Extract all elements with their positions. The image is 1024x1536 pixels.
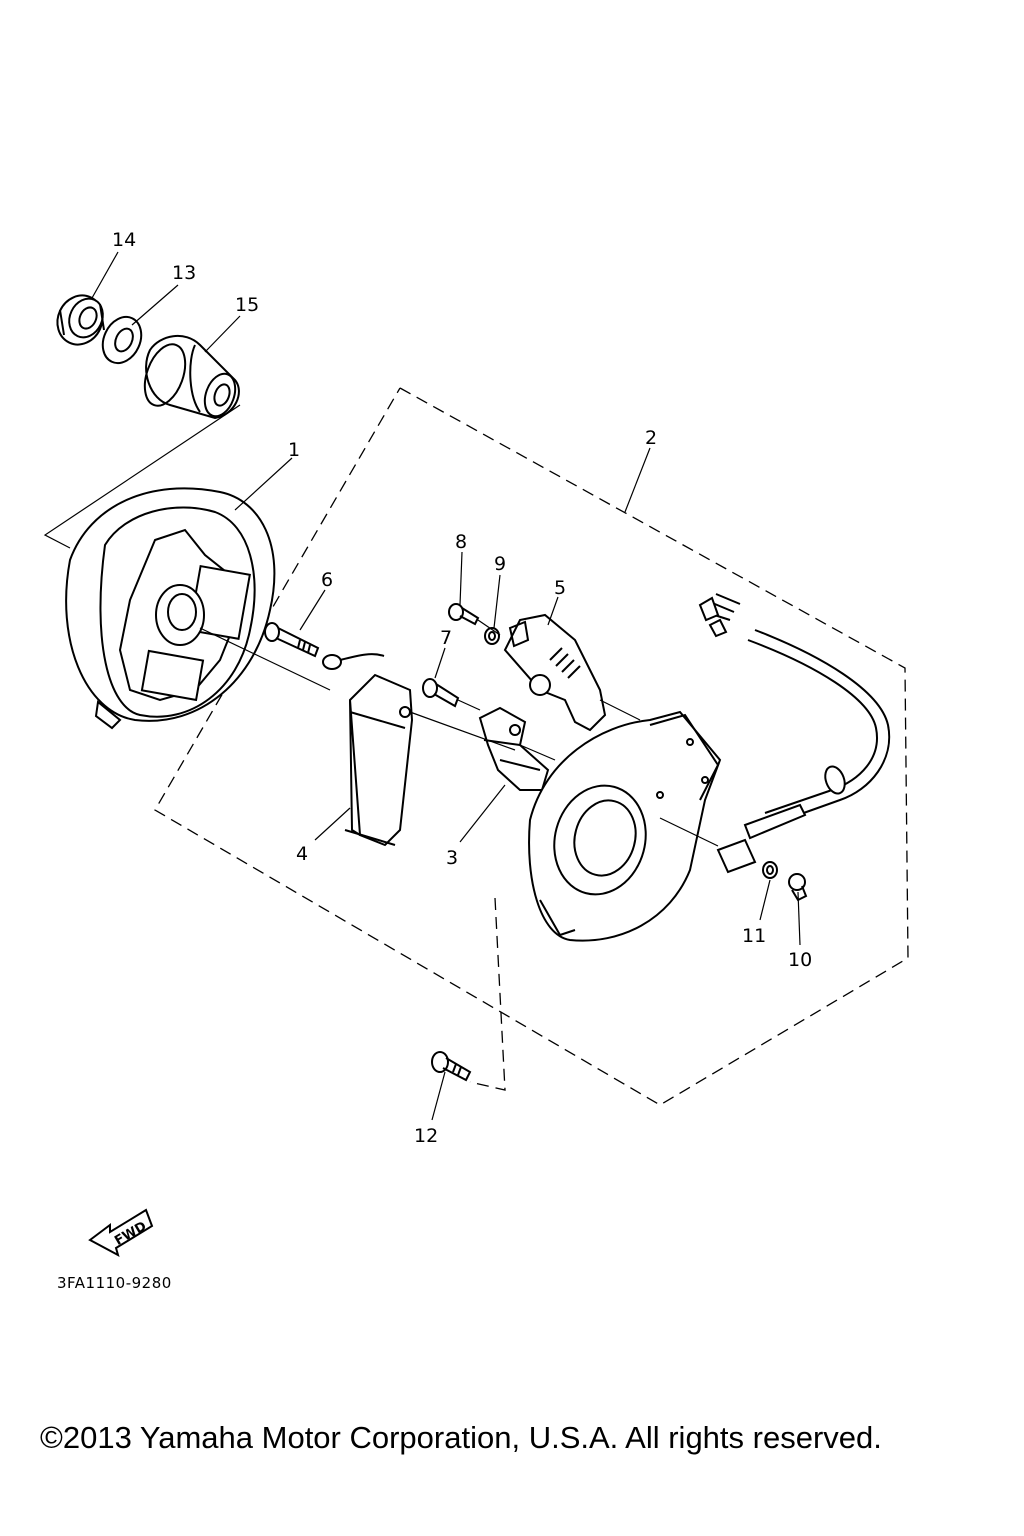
flywheel-rotor-part-1 (65, 487, 276, 730)
stator-plate (528, 710, 722, 942)
callout-2: 2 (645, 427, 657, 449)
copyright-notice: ©2013 Yamaha Motor Corporation, U.S.A. A… (40, 1420, 882, 1455)
callout-11: 11 (742, 925, 766, 947)
collar-part-15 (143, 334, 240, 420)
washer-part-13 (101, 315, 143, 365)
callouts: 14 13 15 1 2 6 8 9 5 7 4 3 11 10 12 (112, 229, 812, 1147)
source-coil-part-4 (344, 673, 414, 847)
callout-10: 10 (788, 949, 812, 971)
callout-1: 1 (288, 439, 300, 461)
washer-part-9 (484, 627, 500, 645)
callout-3: 3 (446, 847, 458, 869)
callout-9: 9 (494, 553, 506, 575)
callout-15: 15 (235, 294, 259, 316)
washer-part-11 (762, 861, 778, 879)
nut-part-14 (56, 294, 105, 346)
fwd-arrow-icon: FWD (88, 1208, 154, 1257)
callout-12: 12 (414, 1125, 438, 1147)
breaker-assembly-part-5 (503, 613, 607, 732)
shaft-axis-line (43, 404, 241, 549)
callout-6: 6 (321, 569, 333, 591)
callout-4: 4 (296, 843, 308, 865)
screw-part-7 (422, 678, 460, 708)
assembly-lines (199, 619, 719, 847)
callout-13: 13 (172, 262, 196, 284)
callout-7: 7 (440, 627, 452, 649)
grommet-wire (322, 653, 385, 670)
wire-harness (698, 593, 891, 874)
bolt-part-12 (431, 1051, 472, 1082)
assembly-boundary (154, 387, 909, 1106)
callout-14: 14 (112, 229, 136, 251)
bolt-part-6 (264, 622, 320, 658)
diagram-code: 3FA1110-9280 (57, 1274, 172, 1292)
screw-part-10 (788, 873, 808, 902)
leader-lines (91, 251, 801, 1121)
callout-5: 5 (554, 577, 566, 599)
callout-8: 8 (455, 531, 467, 553)
screw-part-8 (448, 603, 480, 626)
